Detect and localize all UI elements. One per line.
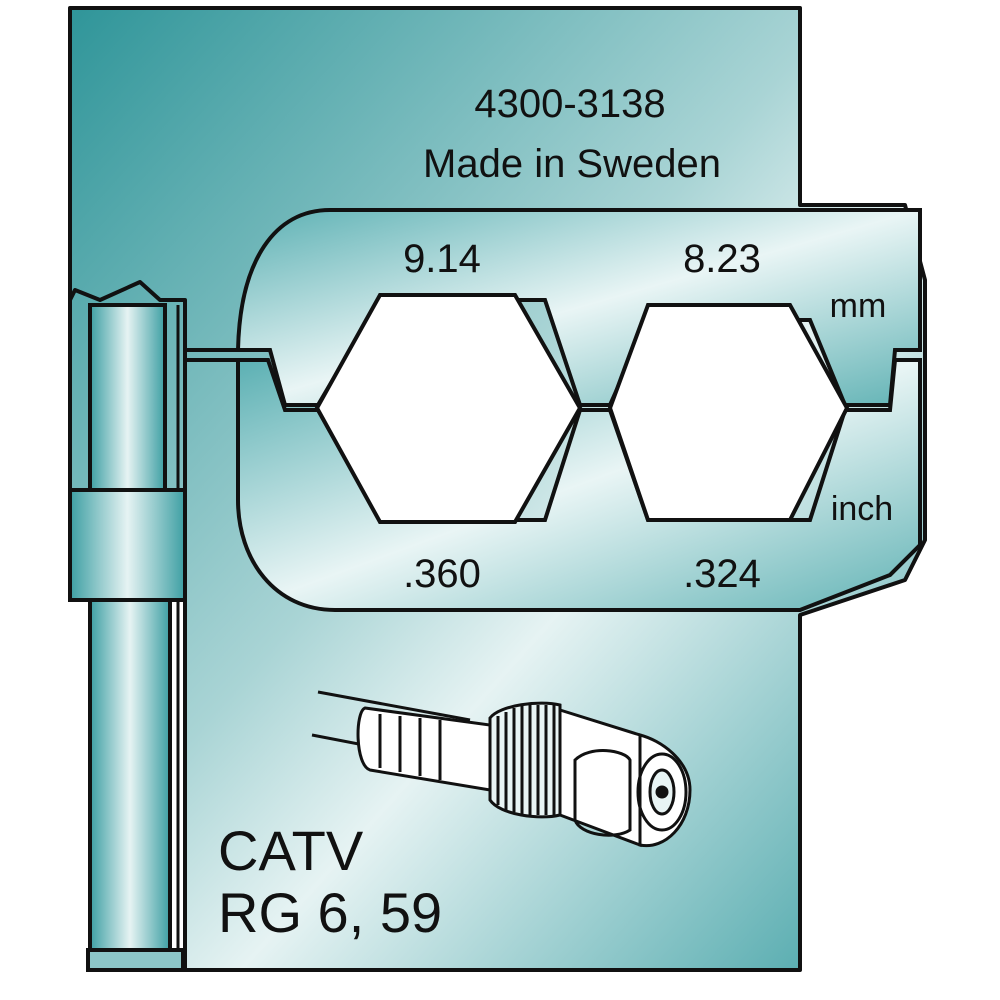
part-number: 4300-3138 [474, 82, 665, 126]
hex-cavity-1 [314, 293, 583, 524]
left-strip-lower [88, 598, 172, 952]
die-2-mm: 8.23 [683, 237, 761, 281]
hex-cavity-2 [607, 303, 850, 522]
unit-mm: mm [830, 287, 887, 325]
die-2-inch: .324 [683, 552, 761, 596]
bnc-connector-icon [311, 690, 692, 848]
unit-inch: inch [831, 490, 893, 528]
application-line1: CATV [218, 819, 364, 882]
die-cavity-lower [236, 358, 922, 612]
left-foot [86, 948, 185, 972]
application-line2: RG 6, 59 [218, 881, 442, 944]
die-cavity [235, 208, 922, 407]
hinge-tab [68, 488, 187, 602]
origin-label: Made in Sweden [423, 142, 721, 186]
die-1-inch: .360 [403, 552, 481, 596]
die-1-mm: 9.14 [403, 237, 481, 281]
left-strip [88, 303, 167, 492]
